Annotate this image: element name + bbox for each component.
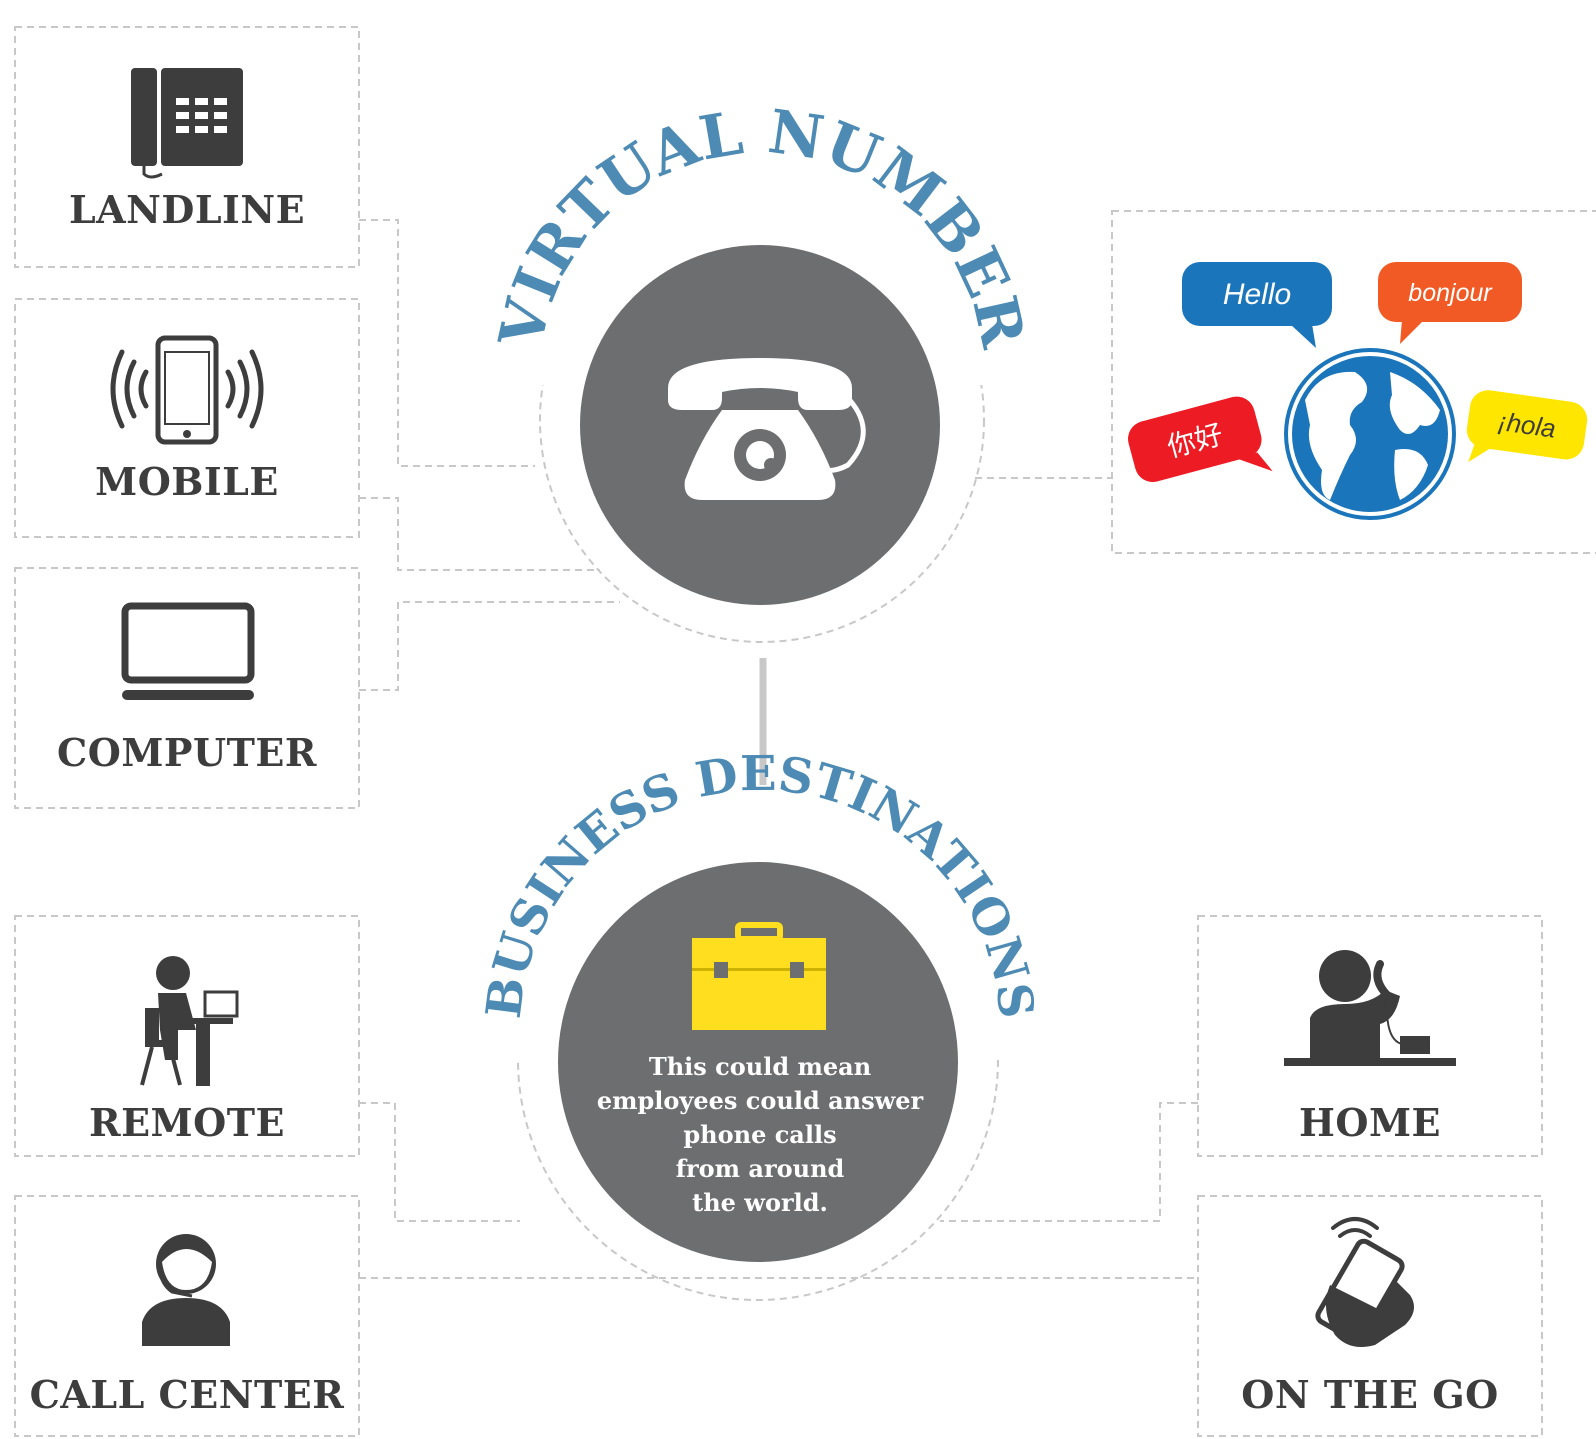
call-center-label: CALL CENTER	[29, 1372, 345, 1417]
mobile-label: MOBILE	[95, 459, 279, 504]
rotary-phone-icon	[668, 358, 866, 500]
briefcase-icon	[692, 922, 826, 1030]
computer-card: COMPUTER	[15, 568, 359, 808]
speech-bubble-hola: ¡hola	[1466, 390, 1588, 463]
languages-box	[1111, 210, 1596, 554]
dashed-boxes	[14, 26, 1596, 1437]
on-the-go-card: ON THE GO	[1198, 1196, 1542, 1436]
headset-agent-icon	[142, 1234, 230, 1346]
description-line: the world.	[692, 1188, 828, 1217]
speech-bubble-nihao: 你好	[1128, 396, 1273, 483]
speech-bubble-hello: Hello	[1182, 262, 1332, 348]
speech-bubble-bonjour: bonjour	[1378, 262, 1522, 344]
person-at-laptop-icon	[140, 956, 239, 1086]
remote-card: REMOTE	[15, 916, 359, 1156]
remote-label: REMOTE	[89, 1100, 285, 1145]
person-on-phone-at-desk-icon	[1284, 950, 1456, 1066]
desk-phone-icon	[131, 68, 243, 179]
business-destinations-circle	[558, 862, 958, 1262]
on-the-go-label: ON THE GO	[1241, 1372, 1499, 1417]
computer-label: COMPUTER	[57, 730, 317, 775]
svg-text:bonjour: bonjour	[1408, 279, 1493, 307]
connector-lines	[359, 219, 1198, 1279]
mobile-box	[14, 298, 360, 538]
description-line: phone calls	[683, 1120, 837, 1149]
landline-card: LANDLINE	[15, 27, 359, 267]
description-line: This could mean	[648, 1052, 872, 1081]
landline-label: LANDLINE	[68, 187, 306, 232]
home-card: HOME	[1198, 916, 1542, 1156]
description-line: from around	[675, 1154, 845, 1183]
computer-box	[14, 567, 360, 809]
laptop-icon	[121, 602, 255, 700]
home-box	[1197, 915, 1543, 1157]
call-center-box	[14, 1195, 360, 1437]
description-line: employees could answer	[596, 1086, 924, 1115]
mobile-card: MOBILE	[15, 299, 359, 537]
home-label: HOME	[1298, 1100, 1442, 1145]
call-center-card: CALL CENTER	[15, 1196, 359, 1436]
business-destinations-description: This could mean employees could answer p…	[560, 1050, 960, 1220]
on-the-go-box	[1197, 1195, 1543, 1437]
remote-box	[14, 915, 360, 1157]
landline-box	[14, 26, 360, 268]
hand-holding-phone-icon	[1315, 1217, 1414, 1348]
svg-text:Hello: Hello	[1223, 278, 1291, 311]
smartphone-vibrating-icon	[110, 335, 264, 445]
globe-icon	[1284, 348, 1456, 520]
